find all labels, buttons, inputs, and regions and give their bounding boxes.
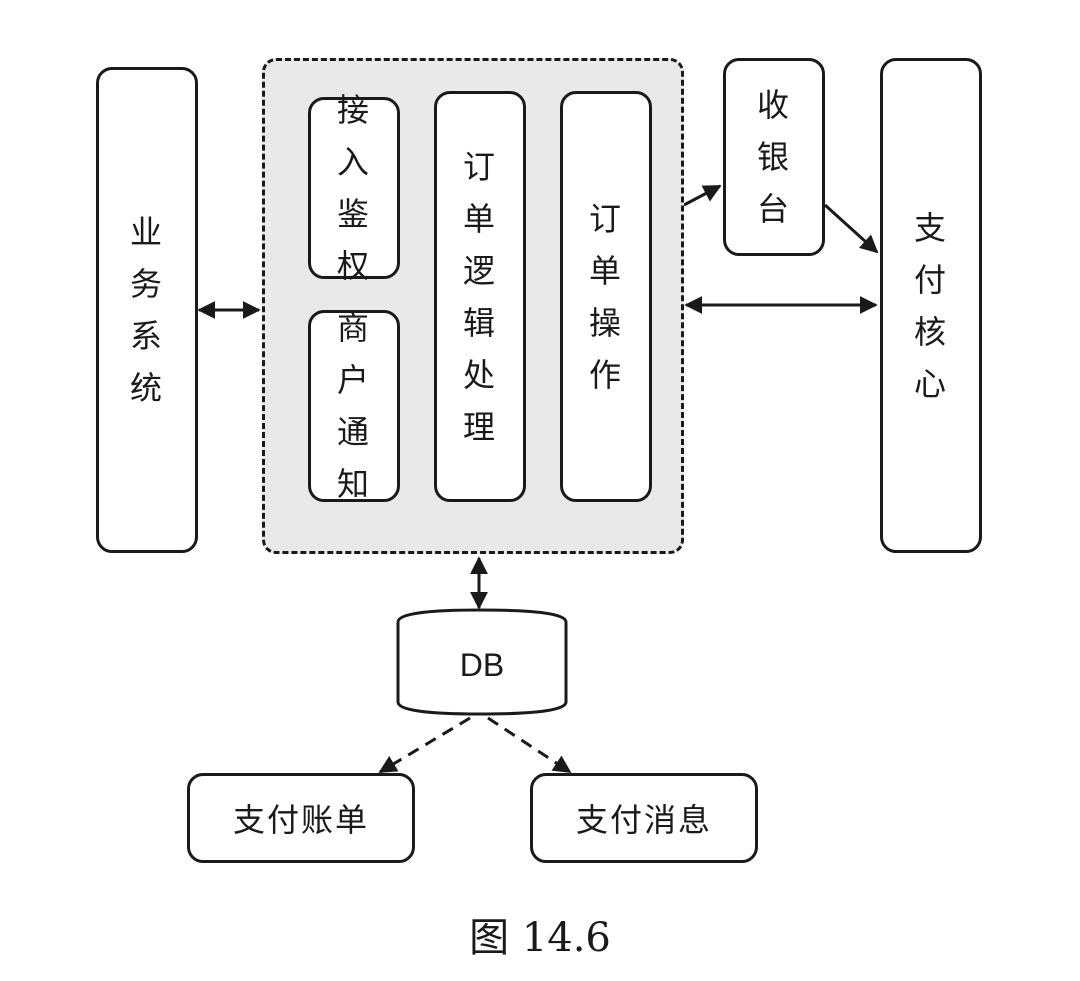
order-logic-label: 订单逻辑处理 xyxy=(462,147,497,446)
arrow-group-to-cashier xyxy=(683,184,722,207)
business-system-box: 业务系统 xyxy=(96,67,198,553)
business-system-label: 业务系统 xyxy=(129,213,164,407)
db-label: DB xyxy=(459,646,505,683)
figure-caption: 图 14.6 xyxy=(469,915,611,961)
access-auth-label: 接入鉴权 xyxy=(336,91,371,285)
payment-core-label: 支付核心 xyxy=(913,208,948,403)
payment-message-box: 支付消息 xyxy=(530,773,758,863)
arrow-db-to-payment-bill xyxy=(378,716,471,774)
payment-bill-box: 支付账单 xyxy=(187,773,415,863)
order-logic-box: 订单逻辑处理 xyxy=(434,91,526,502)
cashier-box: 收银台 xyxy=(723,58,825,256)
db-cylinder xyxy=(396,608,568,716)
order-operation-box: 订单操作 xyxy=(560,91,652,502)
merchant-notify-box: 商户通知 xyxy=(308,309,400,503)
merchant-notify-label: 商户通知 xyxy=(336,309,371,503)
payment-core-box: 支付核心 xyxy=(880,58,982,553)
order-operation-label: 订单操作 xyxy=(588,199,623,394)
payment-message-label: 支付消息 xyxy=(575,801,712,839)
arrow-db-to-payment-message xyxy=(487,716,572,774)
cashier-label: 收银台 xyxy=(756,86,791,228)
payment-bill-label: 支付账单 xyxy=(232,801,369,839)
access-auth-box: 接入鉴权 xyxy=(308,91,400,285)
arrow-cashier-to-payment-core xyxy=(823,203,879,254)
